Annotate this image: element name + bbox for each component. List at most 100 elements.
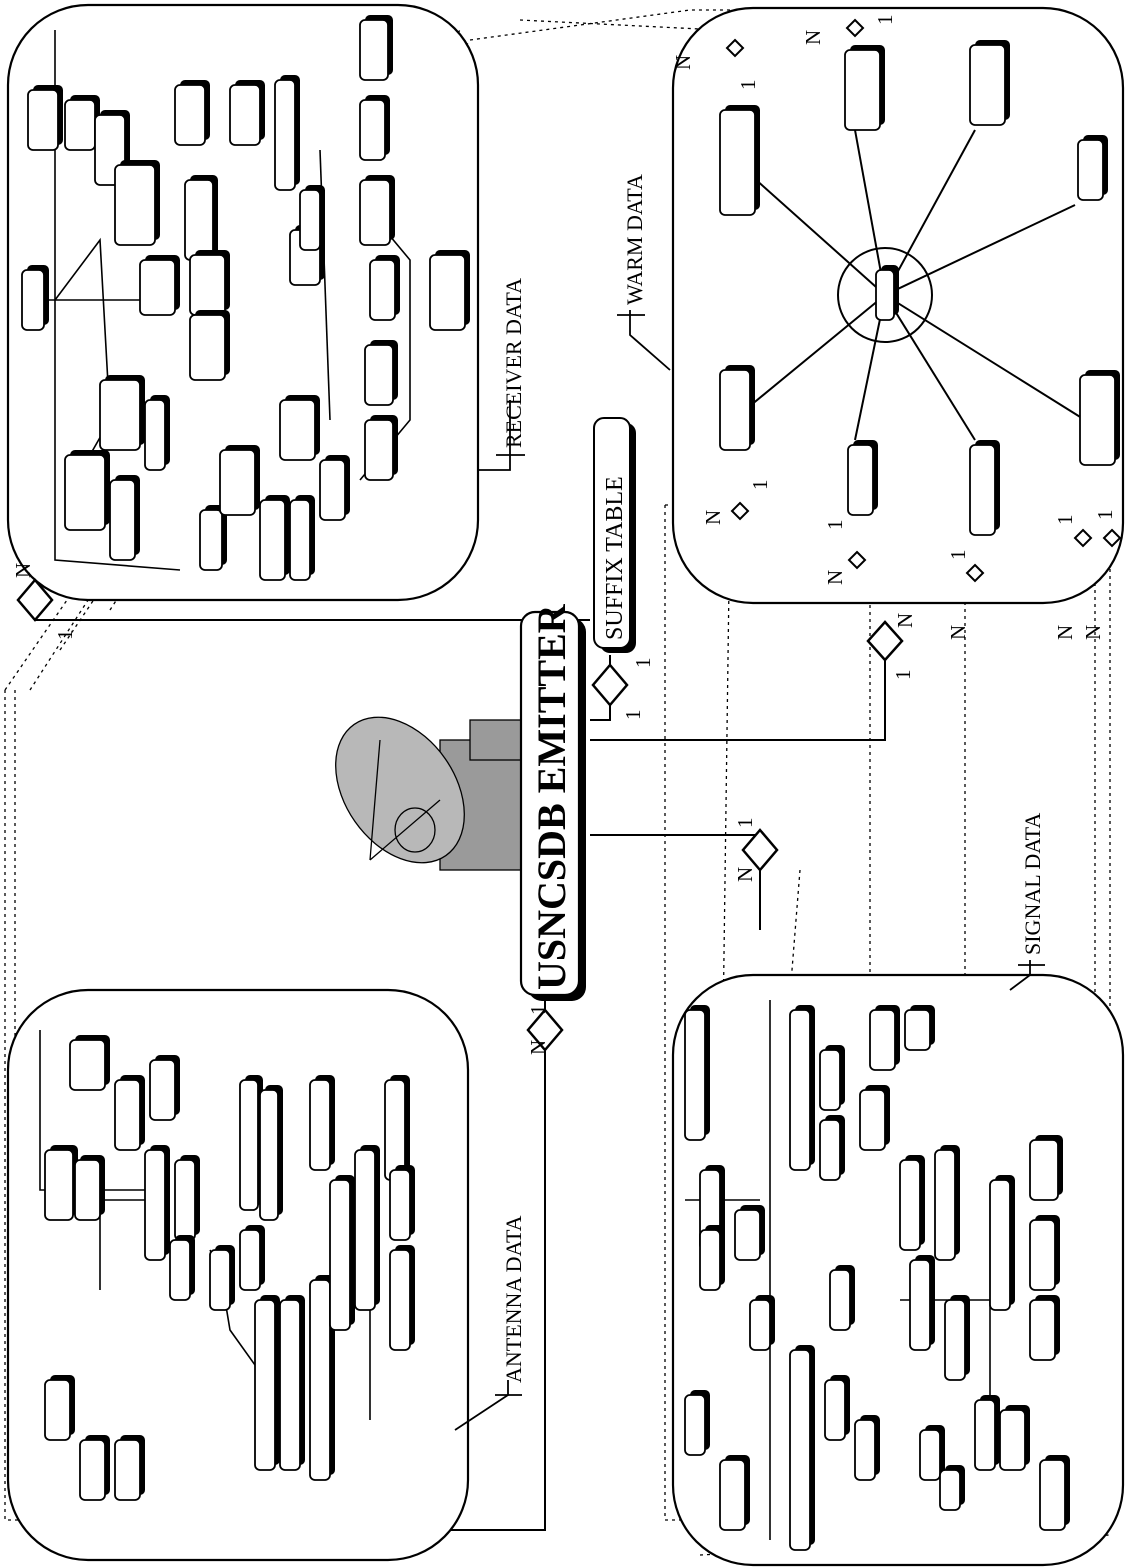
receiver-table-26: [364, 415, 398, 481]
warm-table-3: [969, 40, 1010, 126]
warm-table-2: [844, 45, 885, 131]
table-link: [54, 30, 181, 571]
signal-table-8: [789, 1005, 815, 1171]
card-warm-11: 1: [736, 80, 760, 91]
card-warm-17: 1: [1093, 510, 1117, 521]
signal-table-3: [684, 1390, 710, 1456]
signal-table-21: [974, 1395, 1000, 1471]
group-label-signal: SIGNAL DATA: [1009, 813, 1045, 991]
warm-table-8: [1079, 370, 1120, 466]
warm-diamonds: [725, 18, 1122, 583]
signal-table-9: [819, 1045, 845, 1111]
receiver-table-27: [429, 250, 470, 331]
antenna-table-10: [169, 1235, 195, 1301]
antenna-table-4: [74, 1155, 105, 1221]
signal-table-17: [899, 1155, 925, 1251]
receiver-table-11: [189, 250, 230, 316]
card-receiver-one: 1: [53, 630, 77, 641]
antenna-table-7: [149, 1055, 180, 1121]
card-suffix-one-a: 1: [631, 658, 655, 669]
card-warm-15: 1: [946, 550, 970, 561]
card-warm-13: 1: [748, 480, 772, 491]
signal-table-4: [719, 1455, 750, 1531]
card-warm-many: N: [893, 613, 917, 628]
card-suffix-one-b: 1: [621, 710, 645, 721]
card-antenna-one: 1: [526, 1005, 550, 1016]
signal-table-12: [824, 1375, 850, 1441]
antenna-table-1: [79, 1435, 110, 1501]
antenna-table-20: [384, 1075, 410, 1181]
receiver-table-0: [21, 265, 49, 331]
card-warm-n6: N: [1053, 625, 1077, 640]
signal-table-23: [1029, 1135, 1063, 1201]
signal-table-7: [789, 1345, 815, 1551]
card-warm-12: 1: [873, 15, 897, 26]
signal-table-5: [734, 1205, 765, 1261]
antenna-table-9: [174, 1155, 200, 1241]
card-warm-n4: N: [823, 570, 847, 585]
antenna-table-12: [239, 1075, 263, 1211]
receiver-table-23: [359, 175, 395, 246]
receiver-table-9: [144, 395, 170, 471]
receiver-table-2: [64, 95, 100, 151]
card-warm-n5: N: [946, 625, 970, 640]
receiver-table-19: [279, 395, 320, 461]
group-label-antenna: ANTENNA DATA: [454, 1215, 526, 1431]
receiver-table-25: [364, 340, 398, 406]
signal-data-label: SIGNAL DATA: [1020, 813, 1045, 955]
antenna-table-13: [259, 1085, 283, 1221]
signal-table-26: [1039, 1455, 1070, 1531]
receiver-table-3: [94, 110, 130, 186]
warm-table-7: [969, 440, 1000, 536]
receiver-table-30: [299, 185, 325, 251]
receiver-table-8: [139, 255, 180, 316]
central-entity[interactable]: USNCSDB EMITTER: [519, 603, 586, 1001]
card-signal-one: 1: [733, 818, 757, 829]
receiver-table-24: [369, 255, 400, 321]
antenna-data-label: ANTENNA DATA: [501, 1215, 526, 1383]
antenna-table-14: [239, 1225, 265, 1291]
signal-table-27: [999, 1405, 1030, 1471]
card-warm-n2: N: [801, 30, 825, 45]
receiver-table-5: [64, 450, 110, 531]
signal-table-10: [819, 1115, 845, 1181]
signal-table-20: [944, 1295, 970, 1381]
antenna-table-0: [44, 1375, 75, 1441]
warm-table-4: [1077, 135, 1108, 201]
signal-table-6: [749, 1295, 775, 1351]
receiver-table-10: [184, 175, 218, 261]
signal-table-14: [859, 1085, 890, 1151]
antenna-table-16: [279, 1295, 305, 1471]
receiver-table-20: [319, 455, 350, 521]
antenna-table-15: [254, 1295, 280, 1471]
antenna-table-8: [144, 1145, 170, 1261]
suffix-table[interactable]: SUFFIX TABLE: [593, 417, 636, 653]
receiver-table-1: [27, 85, 63, 151]
card-warm-n3: N: [701, 510, 725, 525]
receiver-table-15: [199, 505, 227, 571]
antenna-table-5: [69, 1035, 110, 1091]
antenna-table-22: [389, 1245, 415, 1351]
receiver-table-17: [259, 495, 290, 581]
signal-table-25: [1029, 1295, 1060, 1361]
signal-table-11: [829, 1265, 855, 1331]
card-antenna-many: N: [526, 1040, 550, 1055]
antenna-table-21: [389, 1165, 415, 1241]
signal-table-2: [699, 1225, 725, 1291]
card-signal-many: N: [733, 867, 757, 882]
receiver-table-14: [229, 80, 265, 146]
receiver-table-22: [359, 95, 390, 161]
cardinalities: N 1 1 1 N 1 1 N 1 N N 1 N 1 N 1 N 1 N 1 …: [11, 15, 1117, 1056]
card-warm-one: 1: [891, 670, 915, 681]
signal-table-18: [909, 1255, 935, 1351]
antenna-tables: [39, 1030, 415, 1501]
card-warm-n7: N: [1081, 625, 1105, 640]
signal-table-0: [684, 1005, 710, 1141]
antenna-table-18: [329, 1175, 355, 1331]
card-warm-14: 1: [823, 520, 847, 531]
suffix-table-label: SUFFIX TABLE: [602, 476, 628, 640]
warm-table-0: [875, 265, 899, 321]
relationship-diamonds: [16, 578, 904, 1052]
signal-table-28: [919, 1425, 945, 1481]
